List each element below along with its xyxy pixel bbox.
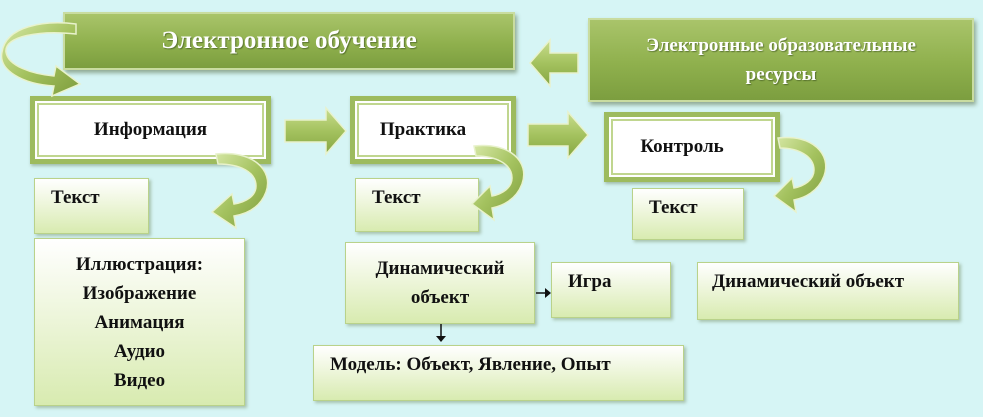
information-text-label: Текст — [51, 187, 100, 208]
illustration-box: Иллюстрация: Изображение Анимация Аудио … — [34, 238, 245, 406]
arrow-left-icon — [529, 37, 579, 89]
illustration-item: Анимация — [94, 311, 185, 333]
stage-control-label: Контроль — [640, 136, 724, 157]
header-electronic-resources: Электронные образовательные ресурсы — [588, 18, 974, 102]
stage-practice-label: Практика — [379, 119, 467, 140]
curved-arrow-icon — [772, 136, 827, 214]
arrowhead-down-icon — [436, 336, 446, 342]
model-label: Модель: Объект, Явление, Опыт — [330, 354, 611, 375]
header-electronic-learning-label: Электронное обучение — [161, 27, 417, 54]
header-electronic-learning: Электронное обучение — [63, 12, 515, 70]
information-text-box: Текст — [34, 178, 149, 234]
stage-information: Информация — [30, 96, 271, 164]
illustration-item: Аудио — [113, 340, 166, 362]
stage-practice: Практика — [350, 96, 516, 164]
control-text-label: Текст — [649, 197, 698, 218]
practice-text-box: Текст — [355, 178, 479, 232]
header-electronic-resources-label: Электронные образовательные ресурсы — [646, 35, 916, 85]
practice-dynamic-object-box: Динамический объект — [345, 242, 535, 324]
illustration-title: Иллюстрация: — [75, 253, 204, 275]
model-box: Модель: Объект, Явление, Опыт — [313, 345, 684, 401]
practice-text-label: Текст — [372, 187, 421, 208]
illustration-item: Изображение — [82, 282, 197, 304]
stage-control: Контроль — [604, 112, 780, 182]
game-box: Игра — [551, 262, 671, 318]
control-dynamic-object-box: Динамический объект — [697, 262, 959, 320]
practice-dynamic-object-label: Динамический объект — [375, 258, 505, 308]
illustration-item: Видео — [113, 369, 166, 391]
arrow-right-icon — [284, 105, 347, 157]
game-label: Игра — [568, 271, 612, 292]
control-dynamic-object-label: Динамический объект — [712, 271, 905, 292]
arrow-right-icon — [527, 109, 589, 161]
curved-arrow-icon — [210, 152, 269, 230]
stage-information-label: Информация — [93, 119, 208, 140]
control-text-box: Текст — [632, 188, 744, 240]
